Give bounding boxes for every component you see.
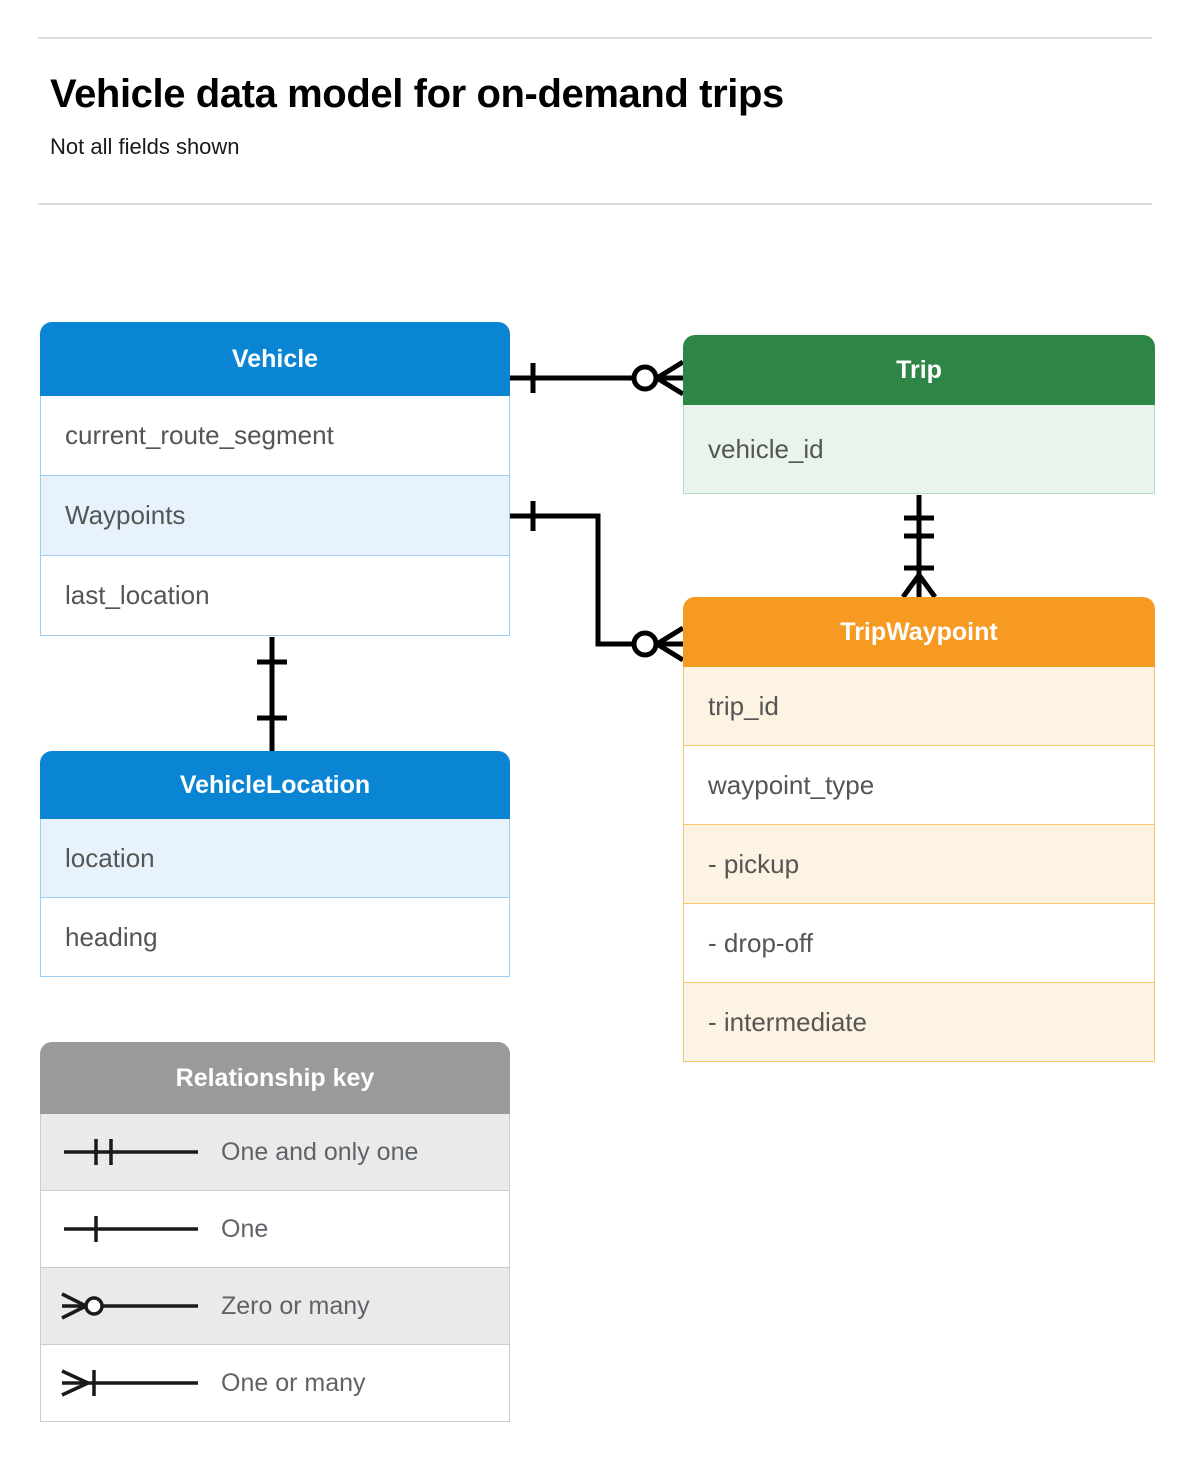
entity-trip-fields: vehicle_id	[683, 405, 1155, 494]
legend-row[interactable]: One or many	[40, 1345, 510, 1422]
entity-trip[interactable]: Trip vehicle_id	[683, 335, 1155, 494]
one-and-only-one-icon	[41, 1132, 221, 1172]
entity-vehicle-fields: current_route_segment Waypoints last_loc…	[40, 396, 510, 636]
entity-tripwaypoint-fields: trip_id waypoint_type - pickup - drop-of…	[683, 667, 1155, 1062]
field-row[interactable]: Waypoints	[40, 476, 510, 556]
relationship-key-title: Relationship key	[40, 1042, 510, 1114]
field-row[interactable]: waypoint_type	[683, 746, 1155, 825]
field-row[interactable]: current_route_segment	[40, 396, 510, 476]
field-row[interactable]: - drop-off	[683, 904, 1155, 983]
bottom-divider	[38, 203, 1152, 205]
entity-vehicle-title: Vehicle	[40, 322, 510, 396]
legend-label: One and only one	[221, 1137, 419, 1166]
legend-row[interactable]: Zero or many	[40, 1268, 510, 1345]
top-divider	[38, 37, 1152, 39]
relationship-key-legend[interactable]: Relationship key One and only one	[40, 1042, 510, 1422]
field-row[interactable]: - intermediate	[683, 983, 1155, 1062]
field-row[interactable]: location	[40, 819, 510, 898]
legend-label: One or many	[221, 1368, 366, 1397]
field-row[interactable]: last_location	[40, 556, 510, 636]
relationship-key-rows: One and only one One	[40, 1114, 510, 1422]
field-row[interactable]: trip_id	[683, 667, 1155, 746]
connector-trip-tripwaypoint	[900, 495, 938, 599]
one-icon	[41, 1209, 221, 1249]
legend-label: Zero or many	[221, 1291, 370, 1320]
zero-or-many-icon	[41, 1286, 221, 1326]
connector-vehicle-vehiclelocation	[257, 637, 287, 751]
entity-trip-title: Trip	[683, 335, 1155, 405]
entity-vehiclelocation-title: VehicleLocation	[40, 751, 510, 819]
field-row[interactable]: - pickup	[683, 825, 1155, 904]
entity-vehiclelocation[interactable]: VehicleLocation location heading	[40, 751, 510, 977]
page-title: Vehicle data model for on-demand trips	[50, 72, 784, 116]
page-subtitle: Not all fields shown	[50, 134, 240, 159]
field-row[interactable]: vehicle_id	[683, 405, 1155, 494]
legend-row[interactable]: One and only one	[40, 1114, 510, 1191]
entity-vehiclelocation-fields: location heading	[40, 819, 510, 977]
connector-vehicle-trip	[510, 359, 685, 397]
entity-vehicle[interactable]: Vehicle current_route_segment Waypoints …	[40, 322, 510, 636]
one-or-many-icon	[41, 1363, 221, 1403]
legend-label: One	[221, 1214, 269, 1243]
legend-row[interactable]: One	[40, 1191, 510, 1268]
connector-waypoints-tripwaypoint	[510, 501, 685, 663]
field-row[interactable]: heading	[40, 898, 510, 977]
entity-tripwaypoint[interactable]: TripWaypoint trip_id waypoint_type - pic…	[683, 597, 1155, 1062]
entity-tripwaypoint-title: TripWaypoint	[683, 597, 1155, 667]
